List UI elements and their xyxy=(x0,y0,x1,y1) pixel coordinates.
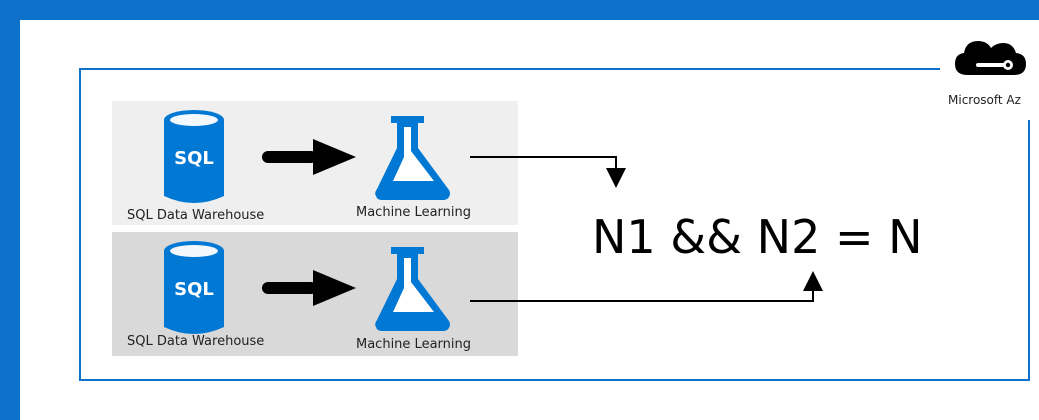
sql-data-warehouse-label: SQL Data Warehouse xyxy=(127,208,265,223)
machine-learning-label: Machine Learning xyxy=(356,337,471,352)
sql-data-warehouse-label: SQL Data Warehouse xyxy=(127,334,265,349)
sql-icon-text: SQL xyxy=(174,148,214,169)
result-equation: N1 && N2 = N xyxy=(592,210,923,264)
connector-bottom-arrow xyxy=(470,271,823,302)
machine-learning-flask-icon xyxy=(375,116,450,200)
diagram-border xyxy=(79,68,1030,381)
sql-database-icon: SQL xyxy=(164,110,224,203)
sql-icon-text: SQL xyxy=(174,279,214,300)
connector-top-arrow xyxy=(470,156,626,188)
azure-cloud-icon xyxy=(955,41,1026,75)
sql-database-icon: SQL xyxy=(164,241,224,334)
machine-learning-label: Machine Learning xyxy=(356,205,471,220)
flow-arrow-icon xyxy=(262,139,356,175)
azure-brand-block: Microsoft Az xyxy=(944,34,1039,120)
flow-arrow-icon xyxy=(262,270,356,306)
machine-learning-flask-icon xyxy=(375,247,450,331)
azure-brand-label: Microsoft Az xyxy=(948,93,1021,107)
